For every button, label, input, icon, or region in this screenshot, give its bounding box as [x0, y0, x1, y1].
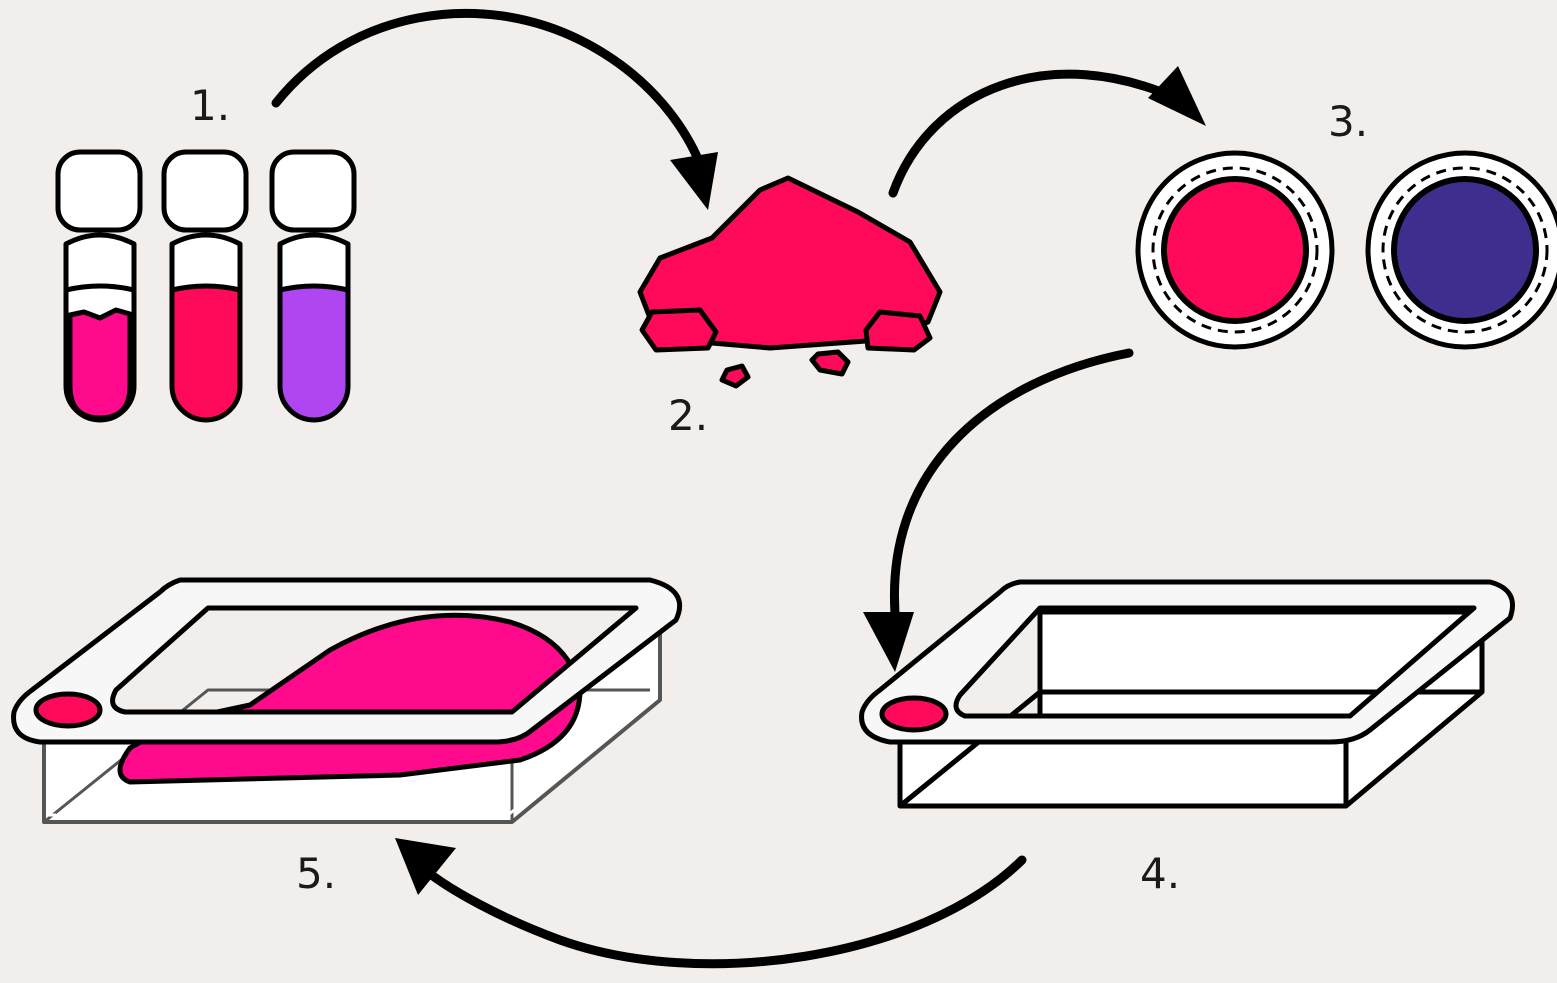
arrow-4-to-5: [395, 838, 1027, 969]
tube-3: [269, 149, 357, 423]
arrow-2-to-3: [888, 66, 1206, 198]
disc-indigo: [1365, 150, 1557, 350]
filled-tray-icon: [11, 577, 683, 824]
coated-discs-icon: [1135, 150, 1557, 350]
disc-pink: [1135, 150, 1335, 350]
step-5-label: 5.: [296, 849, 336, 898]
sample-tubes-icon: [55, 149, 357, 423]
powder-pile-icon: [637, 175, 943, 389]
step-3-label: 3.: [1328, 97, 1368, 146]
tube-1: [55, 149, 143, 423]
empty-tray-icon: [859, 579, 1515, 809]
step-4-label: 4.: [1140, 849, 1180, 898]
step-1-label: 1.: [190, 81, 230, 130]
step-2-label: 2.: [668, 391, 708, 440]
arrow-3-to-4: [863, 348, 1134, 672]
arrow-1-to-2: [271, 8, 718, 210]
tube-2: [161, 149, 249, 423]
